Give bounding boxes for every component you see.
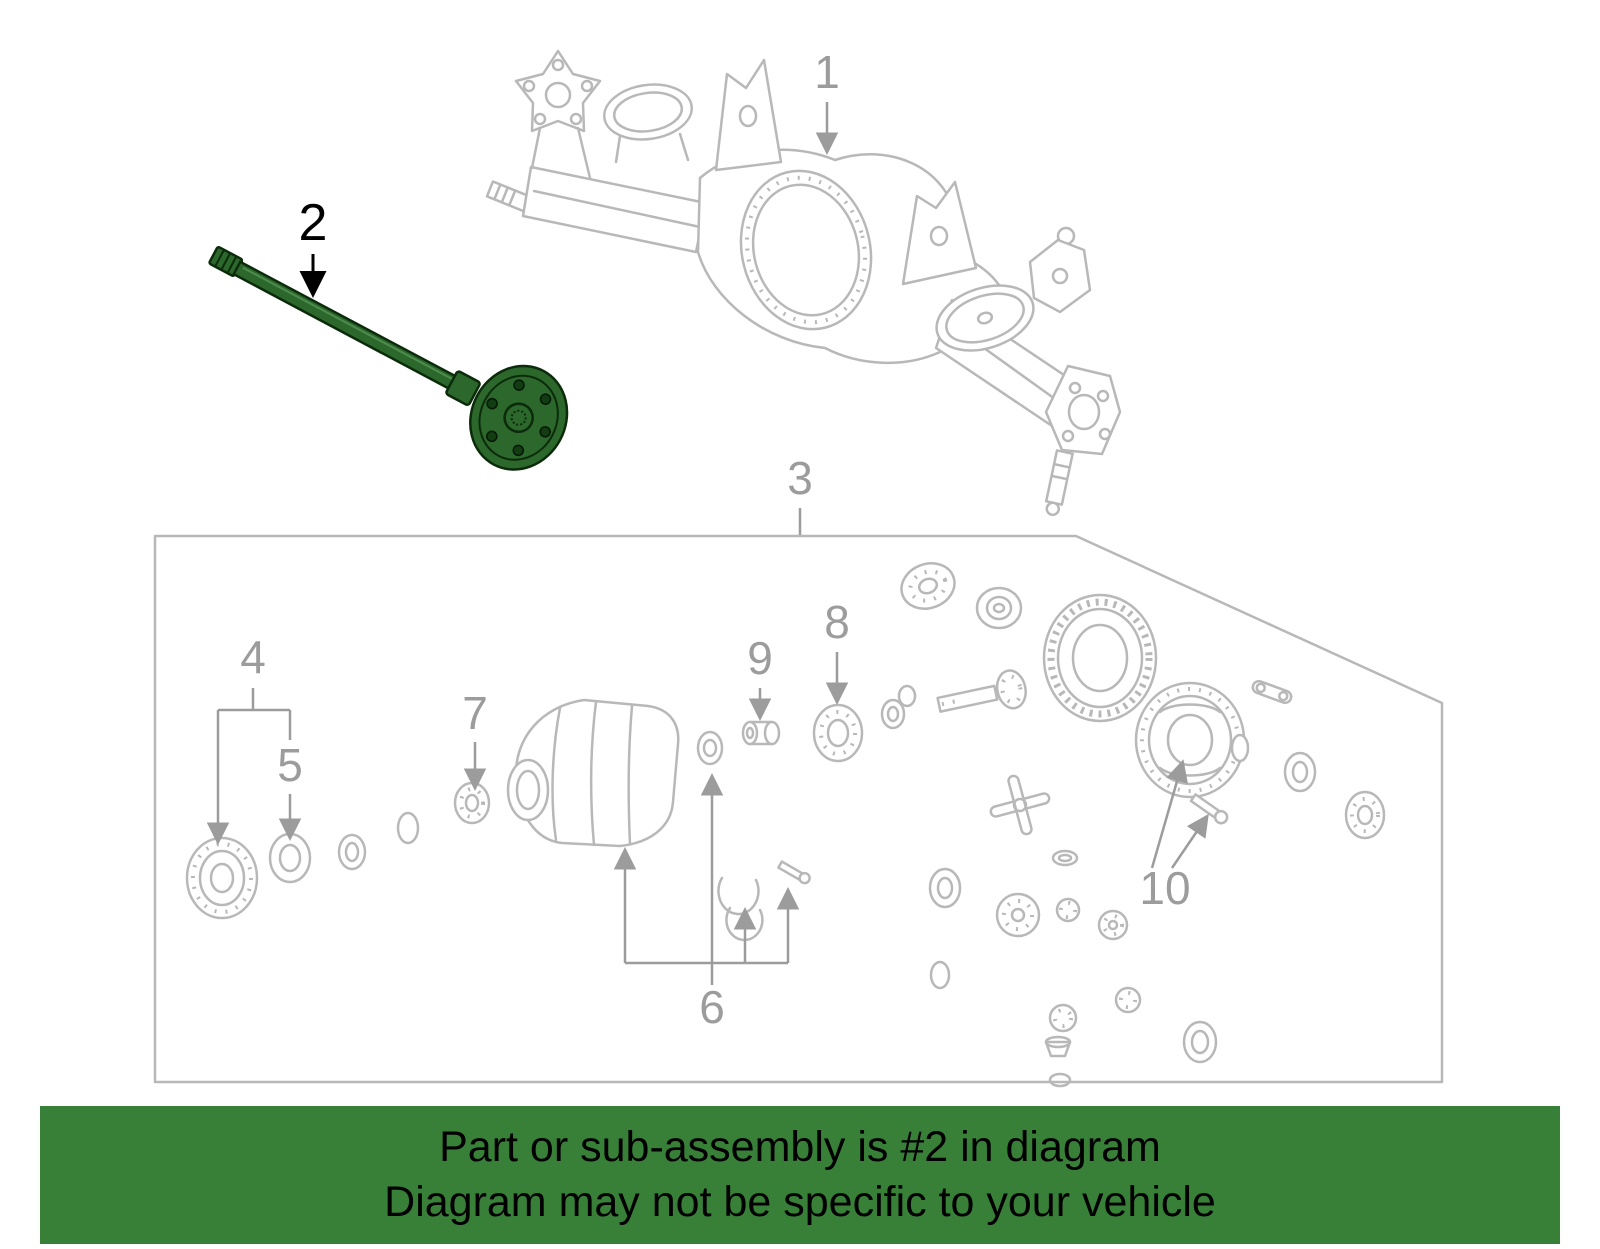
- ring-gear-drawing: [1042, 593, 1158, 723]
- callout-3-label: 3: [787, 452, 813, 504]
- callout-6-label: 6: [699, 981, 725, 1033]
- differential-case-drawing: [1134, 681, 1250, 799]
- axle-shaft-highlighted: [208, 245, 569, 471]
- lock-link-drawing: [1251, 679, 1293, 705]
- tapered-bearing-drawing: [900, 562, 956, 610]
- bearing-drawing: [1344, 790, 1386, 840]
- case-bolt-drawing: [1189, 793, 1229, 825]
- banner-line-1: Part or sub-assembly is #2 in diagram: [439, 1123, 1161, 1171]
- mounting-flange-drawing: [514, 49, 602, 133]
- carrier-housing-drawing: [506, 698, 680, 848]
- callout-1-label: 1: [814, 46, 840, 98]
- pinion-small-drawing: [1097, 909, 1129, 941]
- seal-drawing: [1182, 1020, 1218, 1064]
- axle-flange-highlighted: [469, 364, 569, 471]
- bushing-drawing: [741, 720, 781, 746]
- side-gear-drawing: [995, 892, 1041, 938]
- callout-7-label: 7: [462, 687, 488, 739]
- thrust-washer-drawing: [1051, 849, 1079, 867]
- callouts-group: 1 2 3 4 5 6 7 8 9 10: [206, 46, 1209, 1033]
- bevel-gear-drawing: [1048, 1003, 1078, 1033]
- washer-drawing: [337, 833, 367, 871]
- callout-2-label: 2: [299, 194, 328, 252]
- callout-10-label: 10: [1139, 862, 1190, 914]
- pinion-gear-drawing: [936, 669, 1027, 713]
- pinion-bearing-drawing: [812, 703, 864, 763]
- shim-drawing: [880, 698, 906, 730]
- cone-washer-drawing: [1044, 1035, 1072, 1058]
- hub-flange-drawing: [185, 836, 259, 920]
- thrust-washer-drawing: [696, 730, 724, 766]
- differential-parts-group: [185, 562, 1386, 1088]
- banner-line-2: Diagram may not be specific to your vehi…: [384, 1178, 1216, 1226]
- ring-drawing: [1283, 751, 1317, 793]
- snap-ring-drawing: [396, 811, 420, 845]
- cap-bolt-drawing: [777, 860, 811, 885]
- bearing-drawing: [268, 832, 312, 884]
- callout-5-label: 5: [277, 739, 303, 791]
- callout-4-label: 4: [240, 631, 266, 683]
- spider-cross-drawing: [989, 774, 1051, 836]
- axle-housing-drawing: [485, 49, 1122, 517]
- o-ring-drawing: [929, 960, 951, 990]
- pinion-small-drawing: [1055, 897, 1081, 923]
- callout-9-label: 9: [747, 632, 773, 684]
- callout-8-label: 8: [824, 596, 850, 648]
- sub-assembly-box-outline: [153, 534, 1444, 1084]
- race-drawing: [975, 586, 1023, 630]
- shim-drawing: [897, 684, 917, 708]
- small-bearing-drawing: [453, 781, 491, 825]
- o-ring-drawing: [1048, 1072, 1072, 1088]
- bevel-gear-drawing: [1114, 986, 1142, 1014]
- highlight-banner: Part or sub-assembly is #2 in diagram Di…: [40, 1106, 1560, 1244]
- seal-drawing: [928, 867, 962, 909]
